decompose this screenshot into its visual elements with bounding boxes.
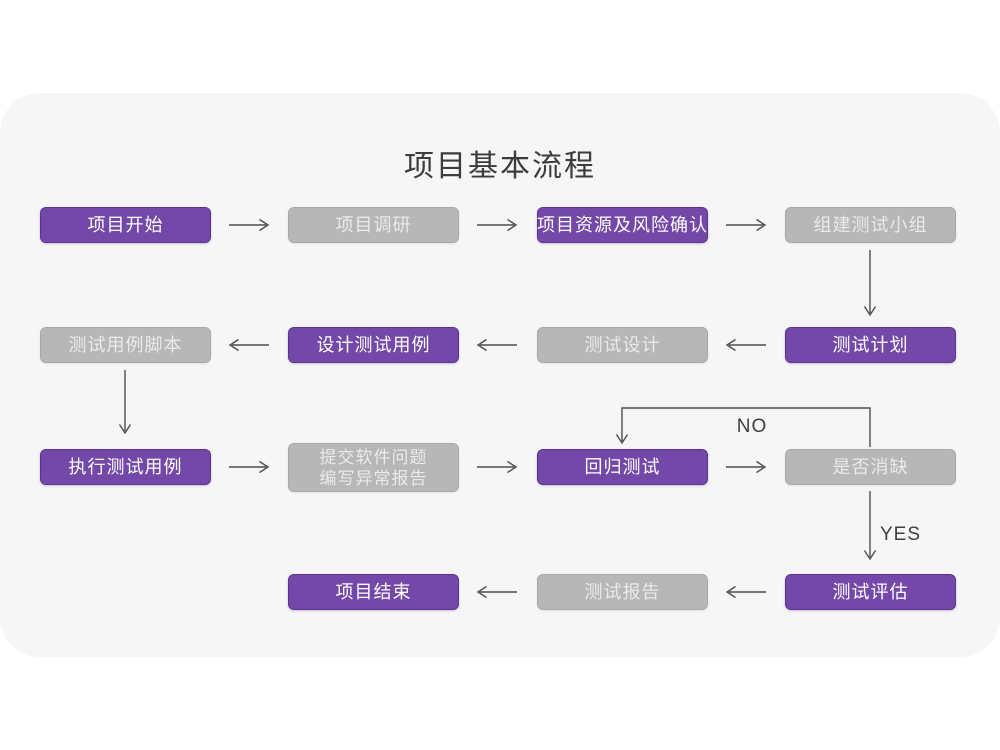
- node-submit-issues: 提交软件问题 编写异常报告: [288, 443, 459, 492]
- node-design-cases: 设计测试用例: [288, 327, 459, 363]
- edge-label-no: NO: [736, 416, 768, 437]
- arrow-research-to-risk: [477, 218, 518, 232]
- node-project-end: 项目结束: [288, 574, 459, 610]
- arrow-no-loop: [615, 407, 871, 447]
- arrow-execute-to-submit: [229, 460, 270, 474]
- flowchart-card: [0, 93, 1000, 657]
- node-test-plan: 测试计划: [785, 327, 956, 363]
- arrow-regress-to-cleared: [726, 460, 767, 474]
- node-test-design: 测试设计: [537, 327, 708, 363]
- node-project-start: 项目开始: [40, 207, 211, 243]
- arrow-cases-to-script: [228, 338, 269, 352]
- node-case-script: 测试用例脚本: [40, 327, 211, 363]
- node-test-report: 测试报告: [537, 574, 708, 610]
- node-test-evaluation: 测试评估: [785, 574, 956, 610]
- arrow-start-to-research: [229, 218, 270, 232]
- arrow-yes-to-evaluation: [863, 491, 877, 561]
- node-build-test-team: 组建测试小组: [785, 207, 956, 243]
- diagram-title: 项目基本流程: [404, 150, 596, 183]
- node-submit-issues-line1: 提交软件问题: [319, 447, 428, 467]
- arrow-design-to-cases: [476, 338, 517, 352]
- arrow-plan-to-design: [725, 338, 766, 352]
- arrow-report-to-end: [476, 585, 517, 599]
- arrow-risk-to-team: [726, 218, 767, 232]
- node-execute-cases: 执行测试用例: [40, 449, 211, 485]
- node-regression-test: 回归测试: [537, 449, 708, 485]
- node-submit-issues-line2: 编写异常报告: [319, 468, 428, 488]
- node-project-research: 项目调研: [288, 207, 459, 243]
- edge-label-yes: YES: [880, 524, 922, 545]
- arrow-script-to-execute: [118, 370, 132, 435]
- node-resource-risk: 项目资源及风险确认: [537, 207, 708, 243]
- node-defect-cleared: 是否消缺: [785, 449, 956, 485]
- arrow-eval-to-report: [725, 585, 766, 599]
- arrow-team-to-plan: [863, 250, 877, 317]
- arrow-submit-to-regress: [477, 460, 518, 474]
